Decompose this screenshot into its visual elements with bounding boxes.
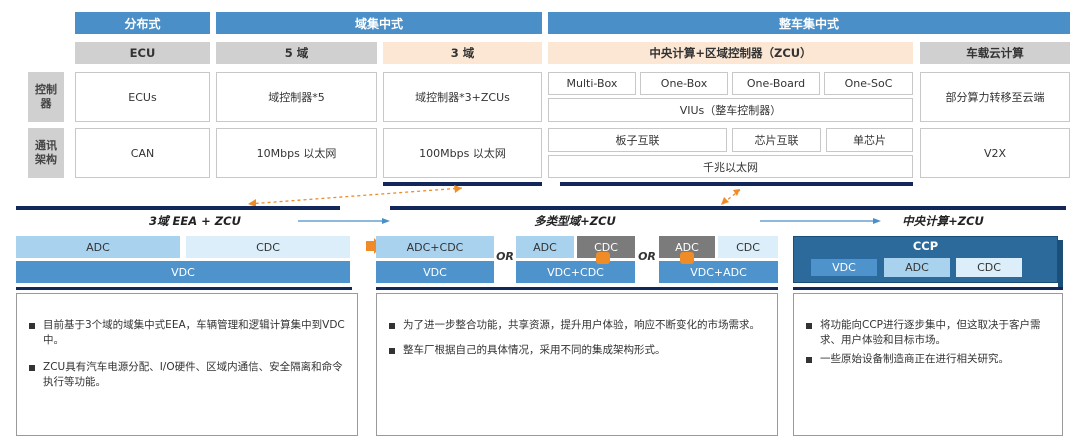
notes-panel-right: 将功能向CCP进行逐步集中，但这取决于客户需求、用户体验和目标市场。 一些原始设…: [793, 293, 1063, 436]
separator-bar-3: [793, 287, 1063, 290]
header-distributed: 分布式: [75, 12, 210, 34]
header-vehicle-central: 整车集中式: [548, 12, 1070, 34]
cell-ecus: ECUs: [75, 72, 210, 122]
block-vdc-1: VDC: [16, 261, 350, 283]
timeline-bar-left: [16, 206, 340, 210]
note-left-1: 目前基于3个域的域集中式EEA，车辆管理和逻辑计算集中到VDC中。: [29, 318, 347, 348]
cell-one-soc: One-SoC: [824, 72, 913, 95]
note-right-1: 将功能向CCP进行逐步集中，但这取决于客户需求、用户体验和目标市场。: [806, 318, 1052, 348]
header-domain-central: 域集中式: [216, 12, 542, 34]
side-label-network: 通讯 架构: [28, 128, 64, 178]
block-adc-2b: ADC: [516, 236, 574, 258]
note-mid-2: 整车厂根据自己的具体情况，采用不同的集成架构形式。: [389, 343, 767, 358]
cell-one-board: One-Board: [732, 72, 820, 95]
or-label-1: OR: [496, 249, 514, 263]
cell-vius: VIUs（整车控制器）: [548, 98, 913, 122]
subheader-central-zcu: 中央计算+区域控制器（ZCU）: [548, 42, 913, 64]
block-adc-1: ADC: [16, 236, 180, 258]
subheader-ecu: ECU: [75, 42, 210, 64]
or-label-2: OR: [638, 249, 656, 263]
ccp-label: CCP: [912, 239, 939, 253]
cell-can: CAN: [75, 128, 210, 178]
cell-10mbps: 10Mbps 以太网: [216, 128, 377, 178]
block-vdc-cdc: VDC+CDC: [516, 261, 635, 283]
block-cdc-2b: CDC: [577, 236, 635, 258]
stage-title-multi-domain: 多类型域+ZCU: [534, 214, 616, 228]
subheader-five-domain: 5 域: [216, 42, 377, 64]
ccp-side-shade: [1058, 240, 1063, 287]
separator-bar-2: [376, 287, 778, 290]
note-left-2: ZCU具有汽车电源分配、I/O硬件、区域内通信、安全隔离和命令执行等功能。: [29, 360, 347, 390]
cell-multi-box: Multi-Box: [548, 72, 636, 95]
cell-v2x: V2X: [920, 128, 1070, 178]
stage-title-central: 中央计算+ZCU: [902, 214, 984, 228]
side-label-controller: 控制 器: [28, 72, 64, 122]
stage-title-three-domain: 3域 EEA + ZCU: [149, 214, 241, 228]
note-mid-1: 为了进一步整合功能，共享资源，提升用户体验，响应不断变化的市场需求。: [389, 318, 767, 333]
highlight-bar-central: [560, 182, 913, 186]
block-vdc-2a: VDC: [376, 261, 494, 283]
note-right-2: 一些原始设备制造商正在进行相关研究。: [806, 352, 1052, 367]
block-adc-3: ADC: [884, 258, 950, 277]
cell-board-interconnect: 板子互联: [548, 128, 727, 152]
highlight-bar-three: [383, 182, 542, 186]
cell-five-controllers: 域控制器*5: [216, 72, 377, 122]
cell-one-box: One-Box: [640, 72, 728, 95]
merge-dot-1: [596, 252, 610, 264]
subheader-three-domain: 3 域: [383, 42, 542, 64]
notes-panel-left: 目前基于3个域的域集中式EEA，车辆管理和逻辑计算集中到VDC中。 ZCU具有汽…: [16, 293, 358, 436]
timeline-bar-right: [390, 206, 1066, 210]
cell-chip-interconnect: 芯片互联: [732, 128, 821, 152]
block-vdc-3: VDC: [810, 258, 878, 277]
separator-bar-1: [16, 287, 352, 290]
cell-100mbps: 100Mbps 以太网: [383, 128, 542, 178]
block-cdc-1: CDC: [186, 236, 350, 258]
cell-gigabit: 千兆以太网: [548, 155, 913, 178]
cell-three-controllers: 域控制器*3+ZCUs: [383, 72, 542, 122]
block-cdc-3: CDC: [956, 258, 1022, 277]
merge-dot-2: [680, 252, 694, 264]
subheader-cloud: 车载云计算: [920, 42, 1070, 64]
notes-panel-mid: 为了进一步整合功能，共享资源，提升用户体验，响应不断变化的市场需求。 整车厂根据…: [376, 293, 778, 436]
block-adc-2c: ADC: [659, 236, 715, 258]
block-adc-cdc: ADC+CDC: [376, 236, 494, 258]
block-cdc-2c: CDC: [718, 236, 778, 258]
cell-cloud-compute: 部分算力转移至云端: [920, 72, 1070, 122]
cell-single-chip: 单芯片: [826, 128, 913, 152]
block-vdc-adc: VDC+ADC: [659, 261, 778, 283]
